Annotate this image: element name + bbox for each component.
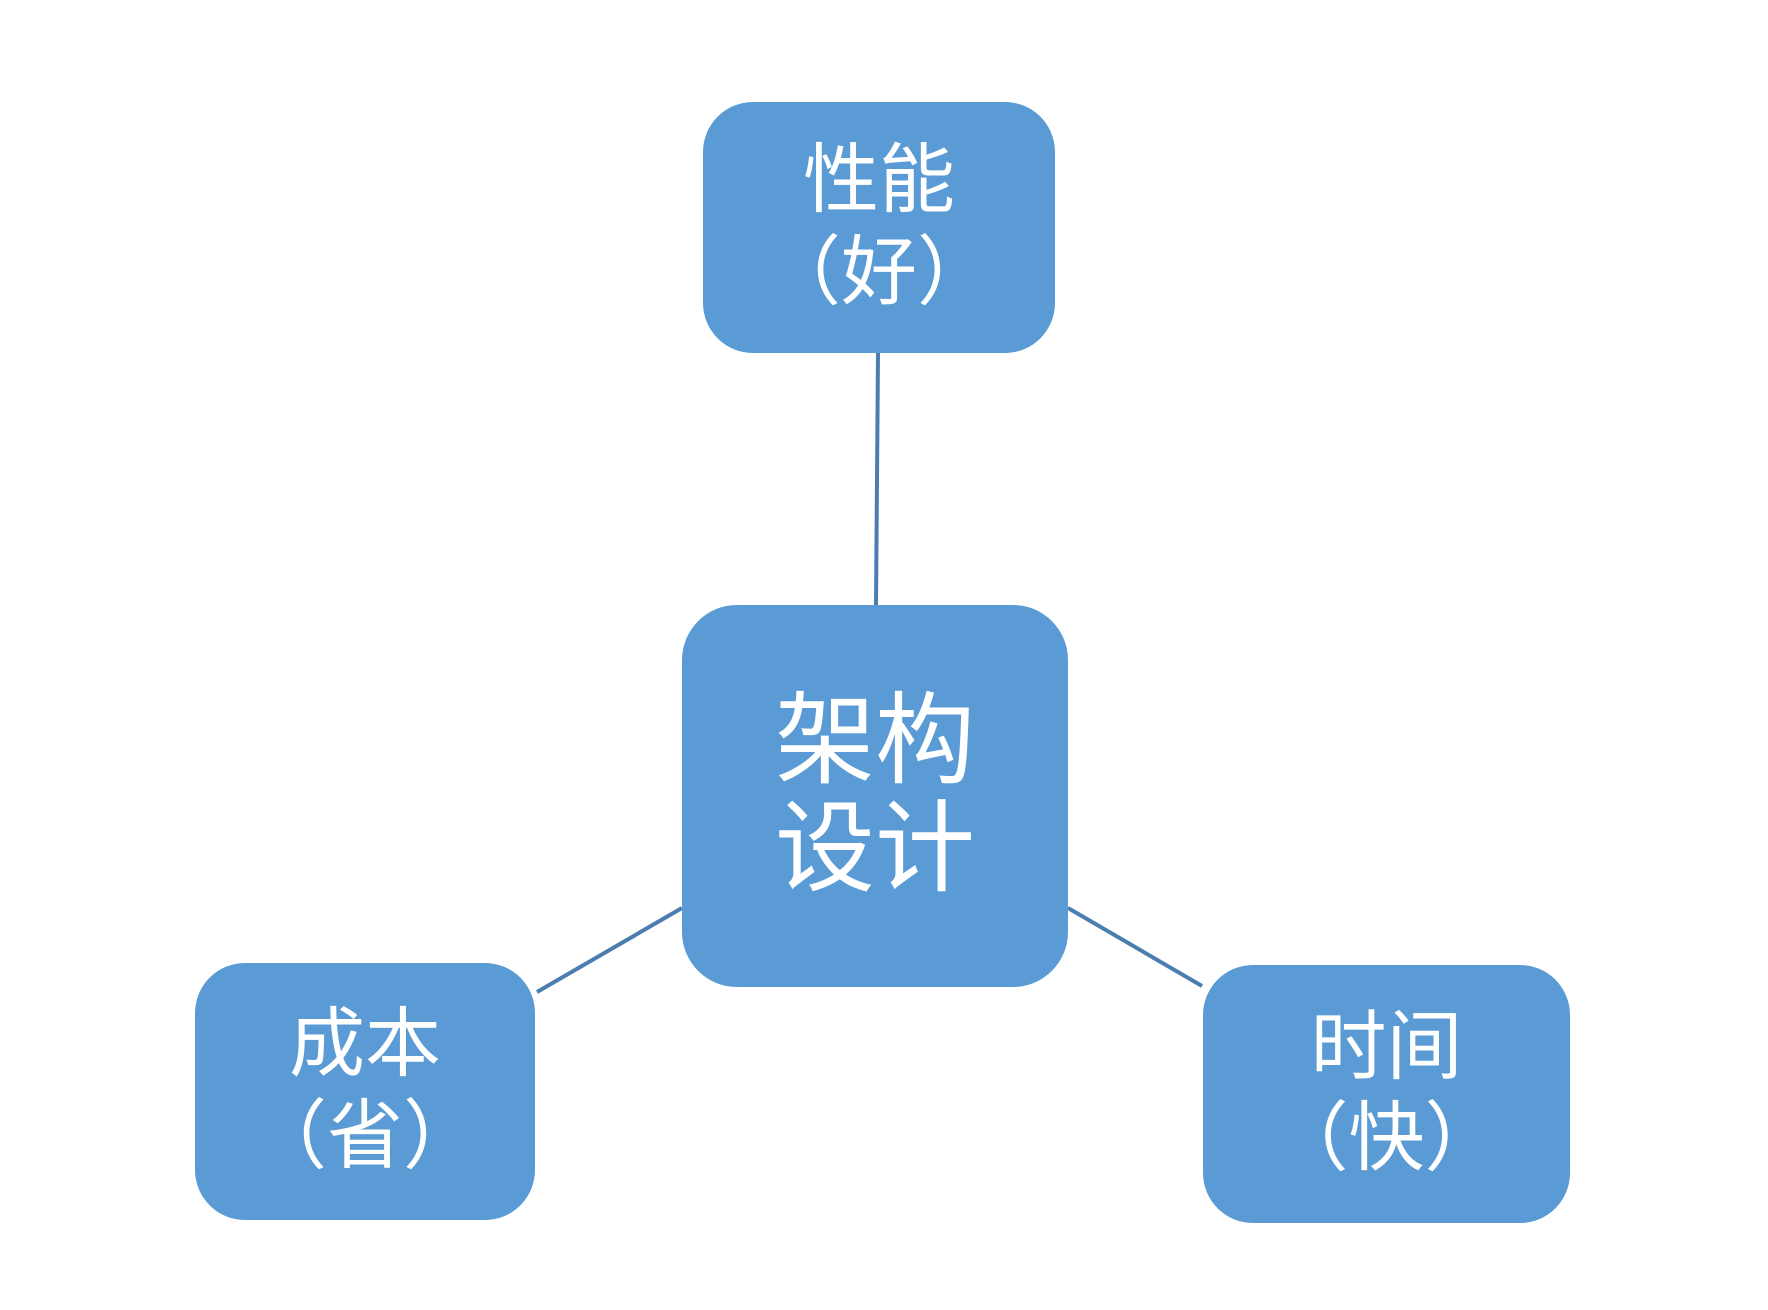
- connector-center-to-bottom-right: [1066, 906, 1204, 988]
- node-cost: 成本 （省）: [195, 963, 535, 1220]
- node-label-line: （好）: [765, 230, 993, 315]
- node-time: 时间 （快）: [1203, 965, 1570, 1223]
- node-performance: 性能 （好）: [703, 102, 1055, 353]
- node-label-line: （快）: [1272, 1097, 1501, 1181]
- node-label-line: 架构: [775, 686, 975, 797]
- node-label-line: 成本: [289, 1003, 441, 1088]
- node-label-line: 时间: [1310, 1005, 1463, 1090]
- node-label-line: 性能: [803, 139, 955, 224]
- connector-center-to-top: [874, 352, 880, 606]
- connector-center-to-bottom-left: [535, 906, 684, 994]
- node-architecture-design: 架构 设计: [682, 605, 1068, 987]
- node-label-line: 设计: [775, 794, 975, 905]
- node-label-line: （省）: [251, 1094, 479, 1179]
